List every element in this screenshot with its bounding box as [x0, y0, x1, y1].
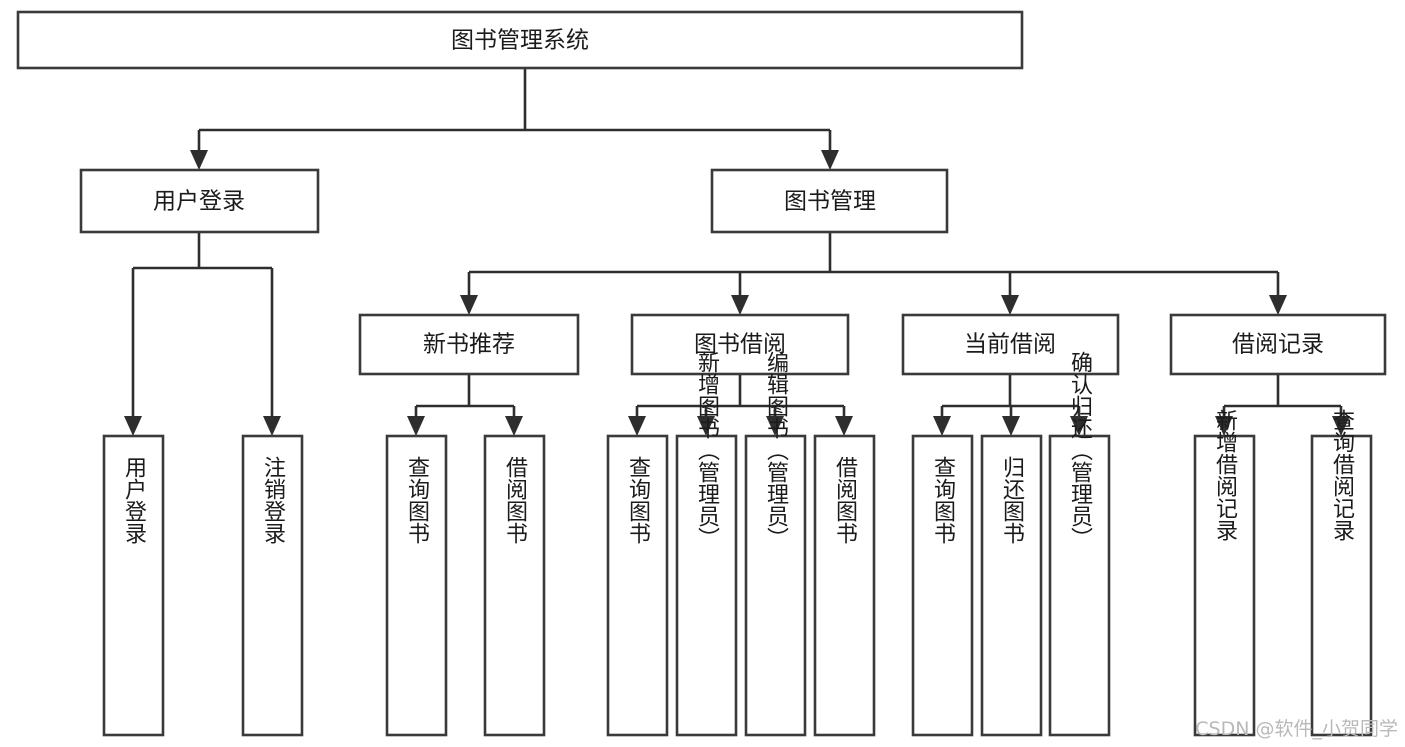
leaf-query-book-current[interactable]: 查询图书: [911, 434, 974, 737]
leaf-query-book-newbook-label: 查询图书: [404, 456, 430, 544]
leaf-borrow-book-newbook-box: [483, 434, 546, 737]
node-new-book-recommend-label: 新书推荐: [423, 332, 515, 358]
arrow-to-leaf-return-book: [1002, 416, 1020, 436]
leaf-query-borrow-record[interactable]: 查询借阅记录: [1310, 409, 1373, 737]
arrow-to-new-book: [460, 295, 478, 315]
arrow-to-leaf-confirm-return: [1070, 416, 1088, 436]
node-book-borrow-label: 图书借阅: [694, 332, 786, 358]
leaf-add-borrow-record[interactable]: 新增借阅记录: [1193, 409, 1256, 737]
node-current-borrow-box: [901, 313, 1120, 376]
leaf-borrow-book-newbook[interactable]: 借阅图书: [483, 434, 546, 737]
leaf-return-book-box: [980, 434, 1043, 737]
arrow-to-leaf-add-record: [1215, 416, 1233, 436]
leaf-borrow-book-borrow[interactable]: 借阅图书: [813, 434, 876, 737]
leaf-borrow-book-borrow-box: [813, 434, 876, 737]
arrow-to-leaf-borrow-book-2: [835, 416, 853, 436]
leaf-edit-book-admin-box: [744, 434, 807, 737]
arrow-to-leaf-query-book-2: [628, 416, 646, 436]
csdn-watermark: CSDN @软件_小贺同学: [1195, 718, 1398, 740]
leaf-query-book-current-label: 查询图书: [930, 456, 956, 544]
leaf-add-borrow-record-box: [1193, 434, 1256, 737]
arrow-to-leaf-logout: [263, 416, 281, 436]
leaf-user-login[interactable]: 用户登录: [102, 434, 165, 737]
arrow-to-book-manage: [821, 150, 839, 170]
arrow-to-leaf-query-book-1: [407, 416, 425, 436]
leaf-add-borrow-record-label: 新增借阅记录: [1212, 409, 1238, 541]
node-book-management-box: [710, 168, 949, 234]
leaf-user-login-label: 用户登录: [121, 456, 147, 544]
leaf-confirm-return-admin-label: 确认归还（管理员）: [1067, 351, 1093, 549]
node-root-box: [16, 10, 1024, 70]
arrow-to-leaf-add-book: [697, 416, 715, 436]
arrow-to-user-login: [190, 150, 208, 170]
connector-layer: [124, 68, 1350, 436]
arrow-to-leaf-query-record: [1332, 416, 1350, 436]
node-current-borrow-label: 当前借阅: [964, 332, 1056, 358]
arrow-to-book-borrow: [731, 295, 749, 315]
leaf-edit-book-admin[interactable]: 编辑图书（管理员）: [744, 351, 807, 737]
node-user-login[interactable]: 用户登录: [79, 168, 320, 234]
leaf-logout-box: [241, 434, 304, 737]
leaf-confirm-return-admin-box: [1048, 434, 1111, 737]
leaf-query-borrow-record-box: [1310, 434, 1373, 737]
arrow-to-leaf-edit-book: [766, 416, 784, 436]
node-new-book-recommend[interactable]: 新书推荐: [358, 313, 580, 376]
node-book-management-label: 图书管理: [784, 189, 876, 215]
leaf-query-book-current-box: [911, 434, 974, 737]
leaf-borrow-book-borrow-label: 借阅图书: [832, 456, 858, 544]
leaf-query-book-newbook-box: [385, 434, 448, 737]
node-root-book-management-system[interactable]: 图书管理系统: [16, 10, 1024, 70]
leaf-add-book-admin-label: 新增图书（管理员）: [694, 351, 720, 549]
arrow-to-current-borrow: [1001, 295, 1019, 315]
leaf-query-book-borrow[interactable]: 查询图书: [606, 434, 669, 737]
node-borrow-record-label: 借阅记录: [1232, 332, 1324, 358]
arrow-to-leaf-query-book-3: [933, 416, 951, 436]
leaf-edit-book-admin-label: 编辑图书（管理员）: [763, 351, 789, 549]
node-new-book-recommend-box: [358, 313, 580, 376]
node-book-borrow[interactable]: 图书借阅: [630, 313, 850, 376]
node-borrow-record-box: [1169, 313, 1387, 376]
leaf-query-borrow-record-label: 查询借阅记录: [1329, 409, 1355, 541]
leaf-add-book-admin[interactable]: 新增图书（管理员）: [675, 351, 738, 737]
leaf-confirm-return-admin[interactable]: 确认归还（管理员）: [1048, 351, 1111, 737]
node-book-borrow-box: [630, 313, 850, 376]
leaf-logout-label: 注销登录: [260, 456, 286, 544]
arrow-to-leaf-user-login: [124, 416, 142, 436]
leaf-borrow-book-newbook-label: 借阅图书: [502, 456, 528, 544]
leaf-logout[interactable]: 注销登录: [241, 434, 304, 737]
node-user-login-label: 用户登录: [153, 189, 245, 215]
leaf-query-book-borrow-label: 查询图书: [625, 456, 651, 544]
arrow-to-borrow-record: [1269, 295, 1287, 315]
node-root-label: 图书管理系统: [451, 28, 589, 54]
node-user-login-box: [79, 168, 320, 234]
node-book-management[interactable]: 图书管理: [710, 168, 949, 234]
leaf-return-book-label: 归还图书: [999, 456, 1025, 544]
node-borrow-record[interactable]: 借阅记录: [1169, 313, 1387, 376]
leaf-query-book-newbook[interactable]: 查询图书: [385, 434, 448, 737]
leaf-user-login-box: [102, 434, 165, 737]
arrow-to-leaf-borrow-book-1: [505, 416, 523, 436]
leaf-return-book[interactable]: 归还图书: [980, 434, 1043, 737]
node-current-borrow[interactable]: 当前借阅: [901, 313, 1120, 376]
leaf-add-book-admin-box: [675, 434, 738, 737]
leaf-query-book-borrow-box: [606, 434, 669, 737]
